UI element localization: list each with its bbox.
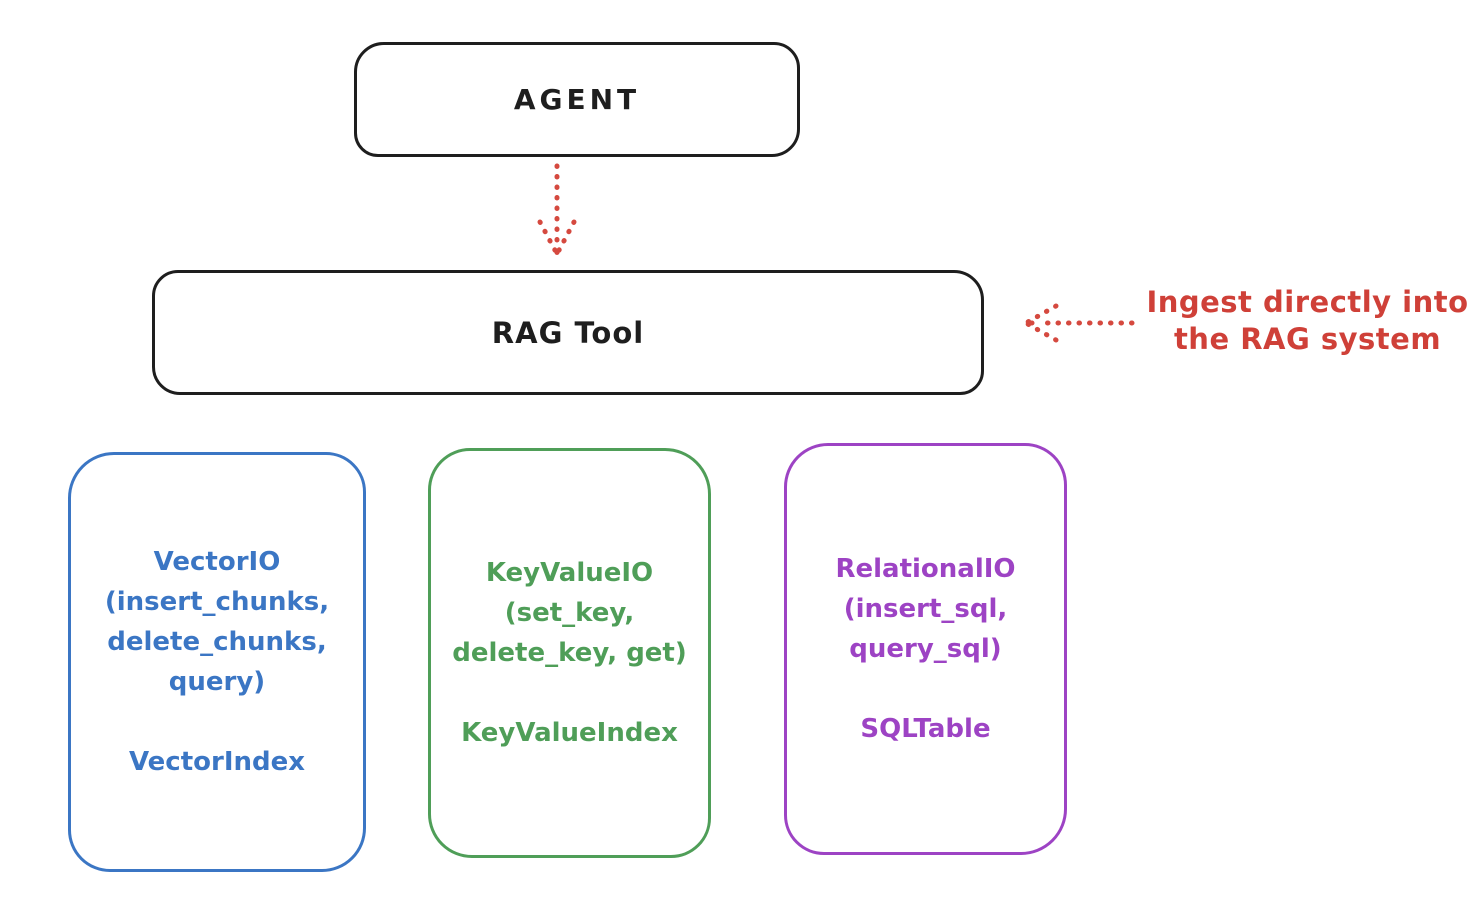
agent-node: AGENT (354, 42, 800, 157)
keyvalue-io-node: KeyValueIO (set_key, delete_key, get) Ke… (428, 448, 711, 858)
relational-io-node: RelationalIO (insert_sql, query_sql) SQL… (784, 443, 1067, 855)
sql-table-label: SQLTable (860, 714, 991, 744)
keyvalue-io-title-line: delete_key, get) (452, 638, 687, 668)
agent-to-ragtool-arrow (537, 163, 577, 262)
keyvalue-index-label: KeyValueIndex (461, 718, 678, 748)
relational-io-title-line: RelationalIO (835, 554, 1016, 584)
ingest-annotation-line2: the RAG system (1173, 322, 1442, 356)
vector-io-node: VectorIO (insert_chunks, delete_chunks, … (68, 452, 366, 872)
rag-tool-label: RAG Tool (491, 315, 645, 350)
vector-io-title-line: delete_chunks, (107, 627, 327, 657)
vector-index-label: VectorIndex (128, 747, 306, 777)
rag-tool-node: RAG Tool (152, 270, 984, 395)
relational-io-title-line: query_sql) (849, 634, 1002, 664)
ingest-annotation: Ingest directly into the RAG system (1135, 284, 1480, 358)
keyvalue-io-title-line: KeyValueIO (485, 558, 654, 588)
ingest-annotation-line1: Ingest directly into (1146, 285, 1469, 319)
annotation-arrow (1022, 303, 1135, 343)
relational-io-title-line: (insert_sql, (843, 594, 1008, 624)
vector-io-title-line: query) (168, 667, 266, 697)
vector-io-title-line: (insert_chunks, (104, 587, 330, 617)
vector-io-title-line: VectorIO (153, 547, 281, 577)
keyvalue-io-title-line: (set_key, (504, 598, 635, 628)
agent-label: AGENT (513, 83, 641, 116)
